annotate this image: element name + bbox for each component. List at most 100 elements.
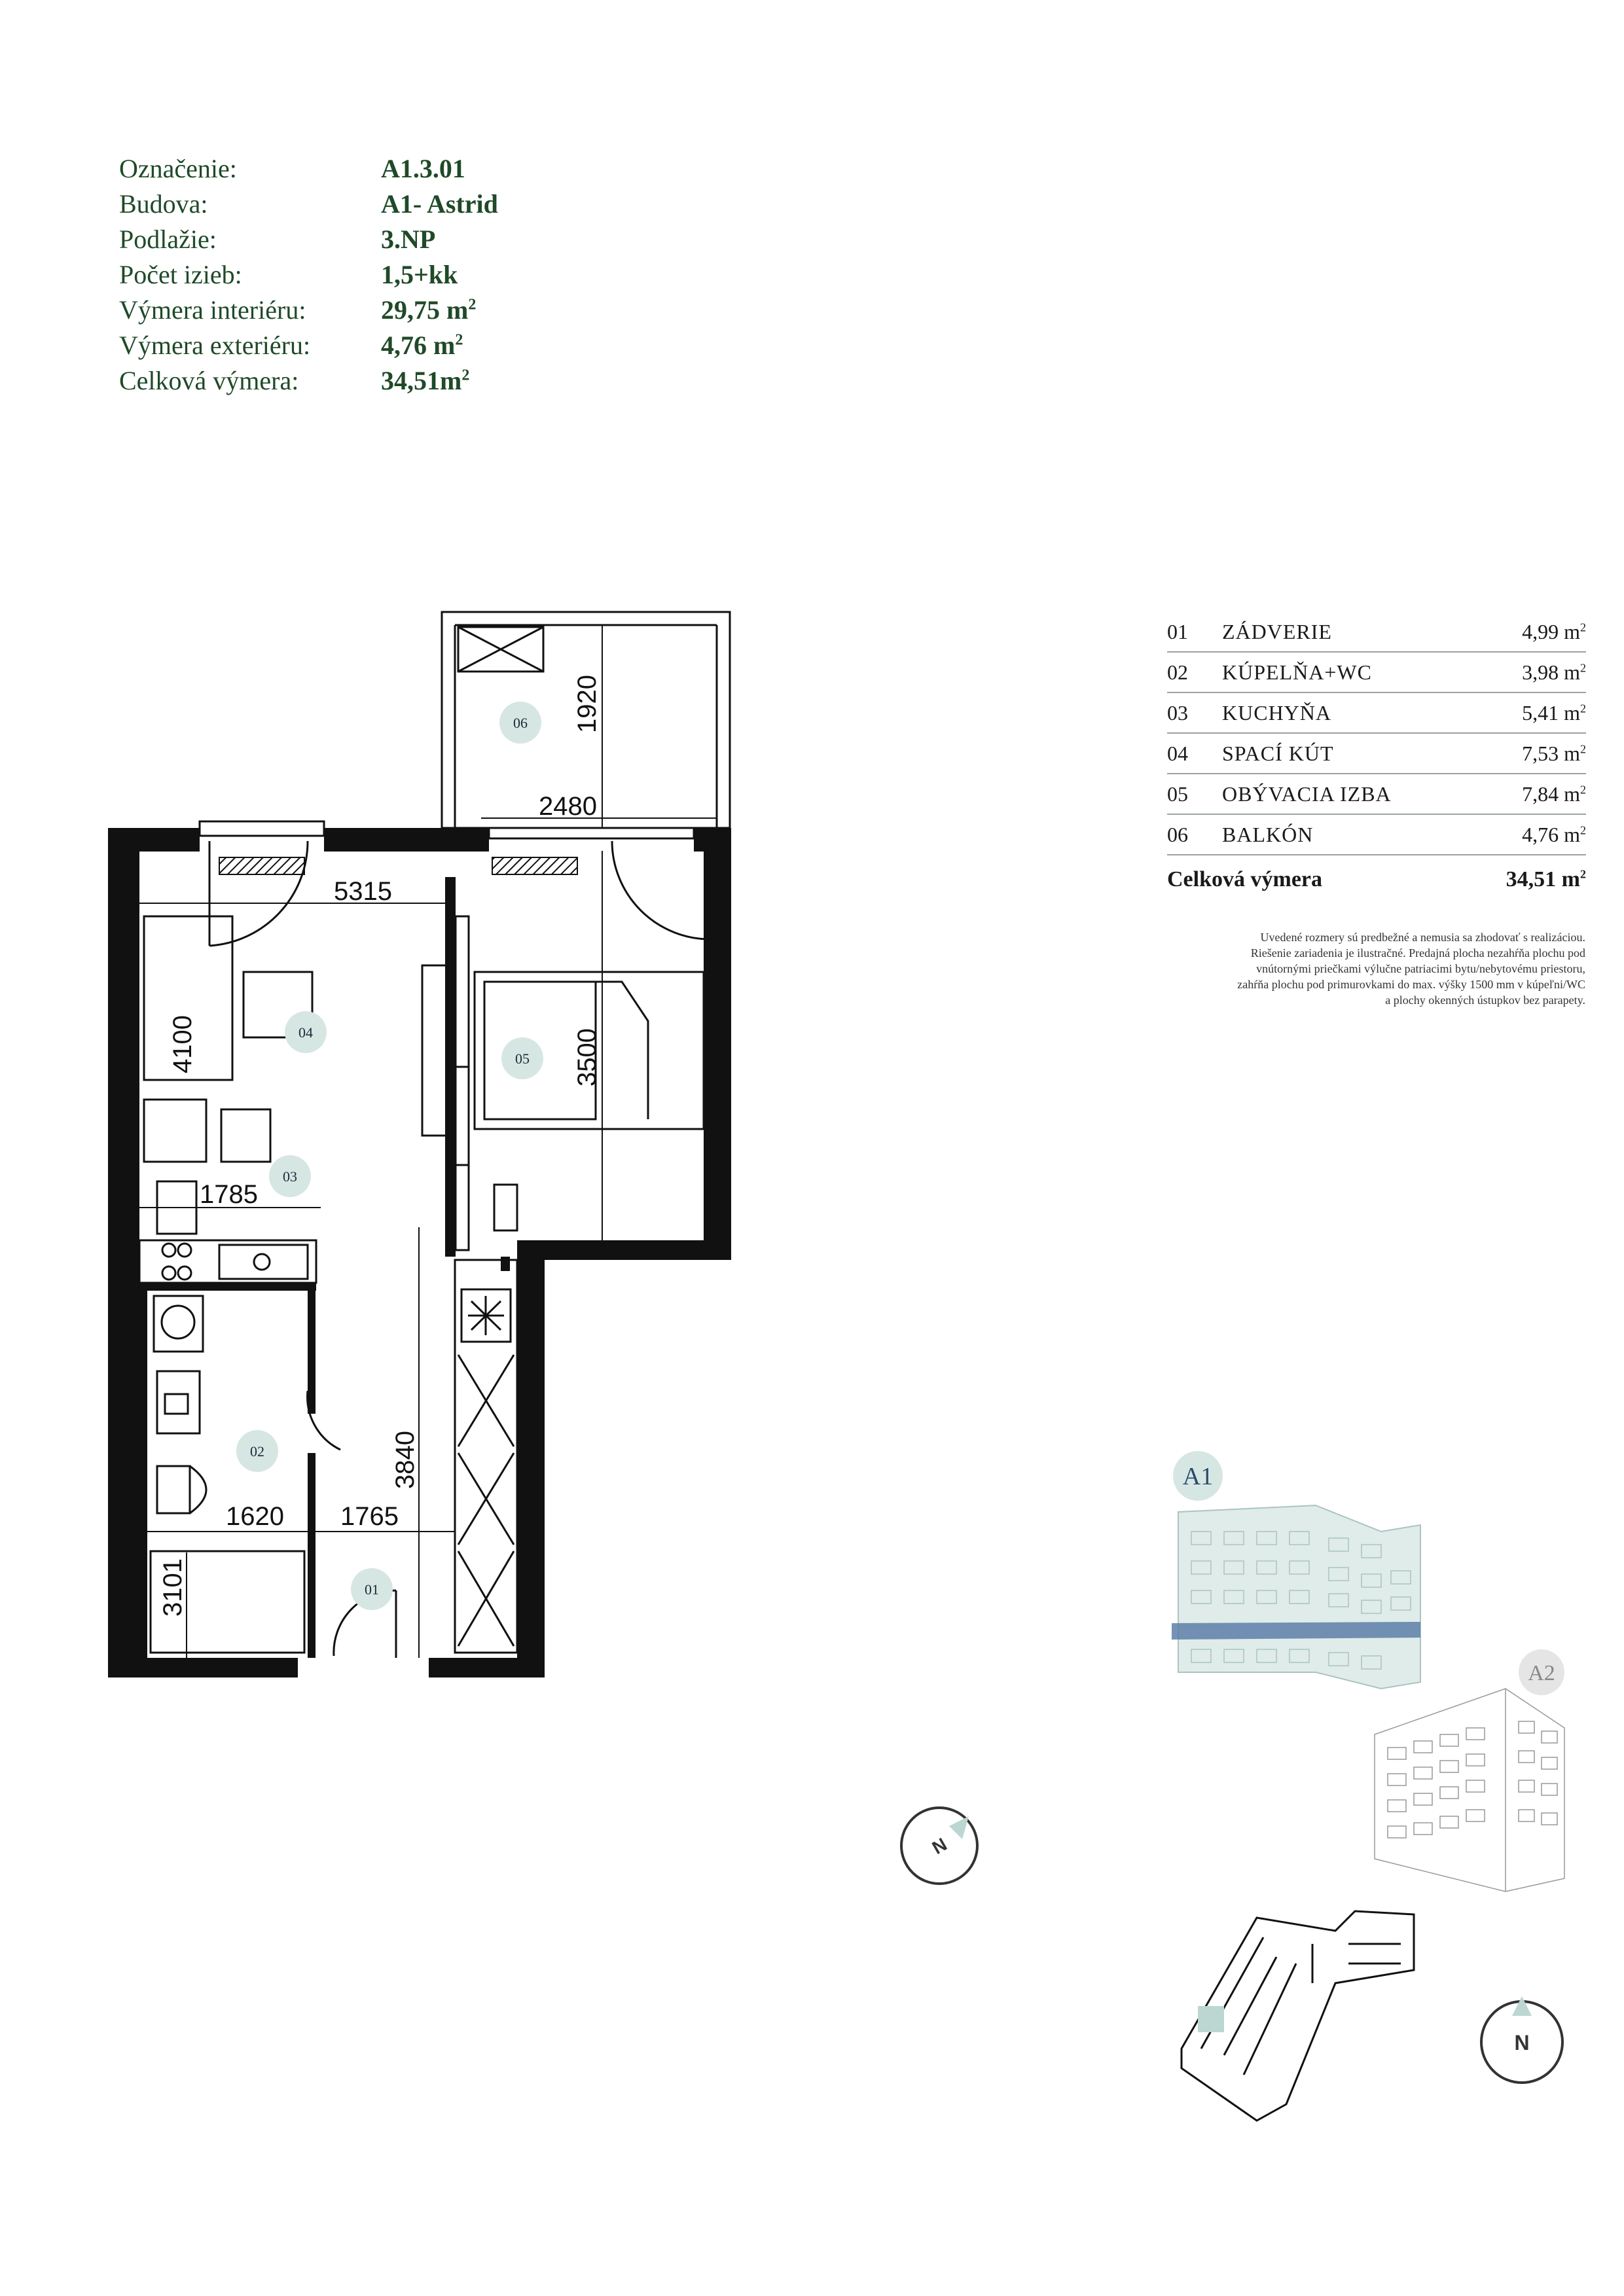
note-line: Uvedené rozmery sú predbežné a nemusia s… [1260, 931, 1585, 944]
building-a2-drawing [1374, 1688, 1565, 1892]
unit-sup: 2 [1580, 742, 1586, 755]
room-tag-01: 01 [365, 1581, 379, 1598]
info-label: Podlažie: [119, 224, 217, 254]
note-line: zahŕňa plochu pod primurovkami do max. v… [1237, 978, 1585, 991]
dim-5315: 5315 [334, 877, 392, 906]
info-row-rooms: Počet izieb: 1,5+kk [119, 257, 498, 292]
info-value: 3.NP [381, 224, 436, 254]
unit-sup: 2 [1580, 782, 1586, 796]
room-name: KUCHYŇA [1222, 700, 1331, 725]
room-name: BALKÓN [1222, 822, 1314, 846]
info-label: Celková výmera: [119, 365, 299, 395]
value-text: 34,51m [381, 365, 462, 395]
room-name: SPACÍ KÚT [1222, 741, 1334, 765]
room-name: KÚPELŇA+WC [1222, 660, 1372, 684]
radiators [219, 857, 578, 875]
room-number: 02 [1167, 660, 1188, 684]
info-row-total-area: Celková výmera: 34,51m2 [119, 363, 498, 398]
site-plan-drawing [1180, 1910, 1415, 2122]
windows [198, 820, 695, 840]
room-name: OBÝVACIA IZBA [1222, 781, 1392, 806]
room-area: 4,99 m2 [1488, 620, 1586, 644]
compass-north-label: N [929, 1834, 950, 1858]
area-text: 4,76 m [1522, 822, 1580, 846]
compass-north-label: N [1514, 2031, 1529, 2054]
room-area: 4,76 m2 [1488, 823, 1586, 847]
total-row: Celková výmera 34,51 m2 [1167, 855, 1586, 904]
unit-sup: 2 [1580, 660, 1586, 674]
info-label: Budova: [119, 188, 208, 219]
room-area: 7,53 m2 [1488, 742, 1586, 766]
dim-4100: 4100 [168, 1015, 197, 1073]
total-area: 34,51 m2 [1506, 867, 1586, 892]
site-illustration: A1 A2 [1172, 1451, 1565, 2122]
unit-sup: 2 [1580, 701, 1586, 715]
area-text: 3,98 m [1522, 660, 1580, 684]
info-label: Výmera interiéru: [119, 295, 306, 325]
info-row-building: Budova: A1- Astrid [119, 186, 498, 221]
note-line: Riešenie zariadenia je ilustračné. Preda… [1250, 946, 1585, 960]
info-value: 4,76 m2 [381, 330, 463, 361]
room-number: 03 [1167, 700, 1188, 725]
room-tag-04: 04 [298, 1024, 313, 1041]
info-label: Počet izieb: [119, 259, 242, 289]
info-row-designation: Označenie: A1.3.01 [119, 151, 498, 186]
room-row: 05 OBÝVACIA IZBA 7,84 m2 [1167, 774, 1586, 815]
room-tag-06: 06 [513, 715, 528, 731]
building-a2-label: A2 [1528, 1661, 1555, 1685]
unit-sup: 2 [1580, 823, 1586, 836]
dim-1785: 1785 [200, 1180, 258, 1209]
unit-sup: 2 [468, 296, 477, 314]
room-tag-05: 05 [515, 1050, 530, 1067]
dim-1765: 1765 [340, 1502, 399, 1531]
dim-3101: 3101 [158, 1558, 187, 1617]
unit-info: Označenie: A1.3.01 Budova: A1- Astrid Po… [119, 151, 498, 398]
room-number: 04 [1167, 741, 1188, 765]
building-a1-drawing [1172, 1504, 1421, 1690]
dimension-lines [139, 625, 717, 1658]
info-value: A1- Astrid [381, 188, 498, 219]
room-tag-02: 02 [250, 1443, 264, 1460]
area-text: 7,84 m [1522, 781, 1580, 806]
value-text: 29,75 m [381, 295, 469, 325]
info-label: Výmera exteriéru: [119, 330, 311, 360]
furniture [138, 915, 705, 1654]
compass-icon: N [1480, 1996, 1564, 2084]
info-value: 34,51m2 [381, 365, 469, 396]
info-value: A1.3.01 [381, 153, 465, 183]
room-row: 06 BALKÓN 4,76 m2 [1167, 815, 1586, 855]
dim-1620: 1620 [226, 1502, 284, 1531]
info-label: Označenie: [119, 153, 237, 183]
unit-sup: 2 [1580, 867, 1586, 881]
room-number: 05 [1167, 781, 1188, 806]
room-tag-03: 03 [283, 1168, 297, 1185]
info-row-exterior-area: Výmera exteriéru: 4,76 m2 [119, 327, 498, 363]
info-value: 29,75 m2 [381, 295, 476, 325]
room-row: 01 ZÁDVERIE 4,99 m2 [1167, 612, 1586, 653]
unit-sup: 2 [461, 367, 470, 384]
area-text: 5,41 m [1522, 700, 1580, 725]
walls [108, 828, 731, 1677]
floor-highlight [1172, 1622, 1420, 1640]
dim-3500: 3500 [573, 1028, 602, 1086]
dim-2480: 2480 [539, 792, 597, 821]
building-a1-badge [1173, 1451, 1223, 1501]
note-line: a plochy okenných ústupkov bez parapety. [1385, 994, 1585, 1007]
floor-plan: 5315 2480 1920 4100 3500 1785 3840 1620 … [108, 611, 731, 1677]
info-row-interior-area: Výmera interiéru: 29,75 m2 [119, 292, 498, 327]
room-area: 7,84 m2 [1488, 782, 1586, 806]
disclaimer-note: Uvedené rozmery sú predbežné a nemusia s… [1139, 929, 1585, 1008]
room-area: 5,41 m2 [1488, 701, 1586, 725]
room-row: 03 KUCHYŇA 5,41 m2 [1167, 693, 1586, 734]
building-a1-label: A1 [1183, 1463, 1213, 1490]
room-area-table: 01 ZÁDVERIE 4,99 m2 02 KÚPELŇA+WC 3,98 m… [1167, 612, 1586, 904]
unit-sup: 2 [1580, 620, 1586, 634]
info-row-floor: Podlažie: 3.NP [119, 221, 498, 257]
note-line: vnútornými priečkami výlučne patriacimi … [1256, 962, 1585, 975]
building-a2-badge [1519, 1649, 1564, 1695]
dim-3840: 3840 [391, 1431, 420, 1489]
total-label: Celková výmera [1167, 867, 1323, 891]
room-row: 02 KÚPELŇA+WC 3,98 m2 [1167, 653, 1586, 693]
room-row: 04 SPACÍ KÚT 7,53 m2 [1167, 734, 1586, 774]
area-text: 34,51 m [1506, 867, 1580, 891]
